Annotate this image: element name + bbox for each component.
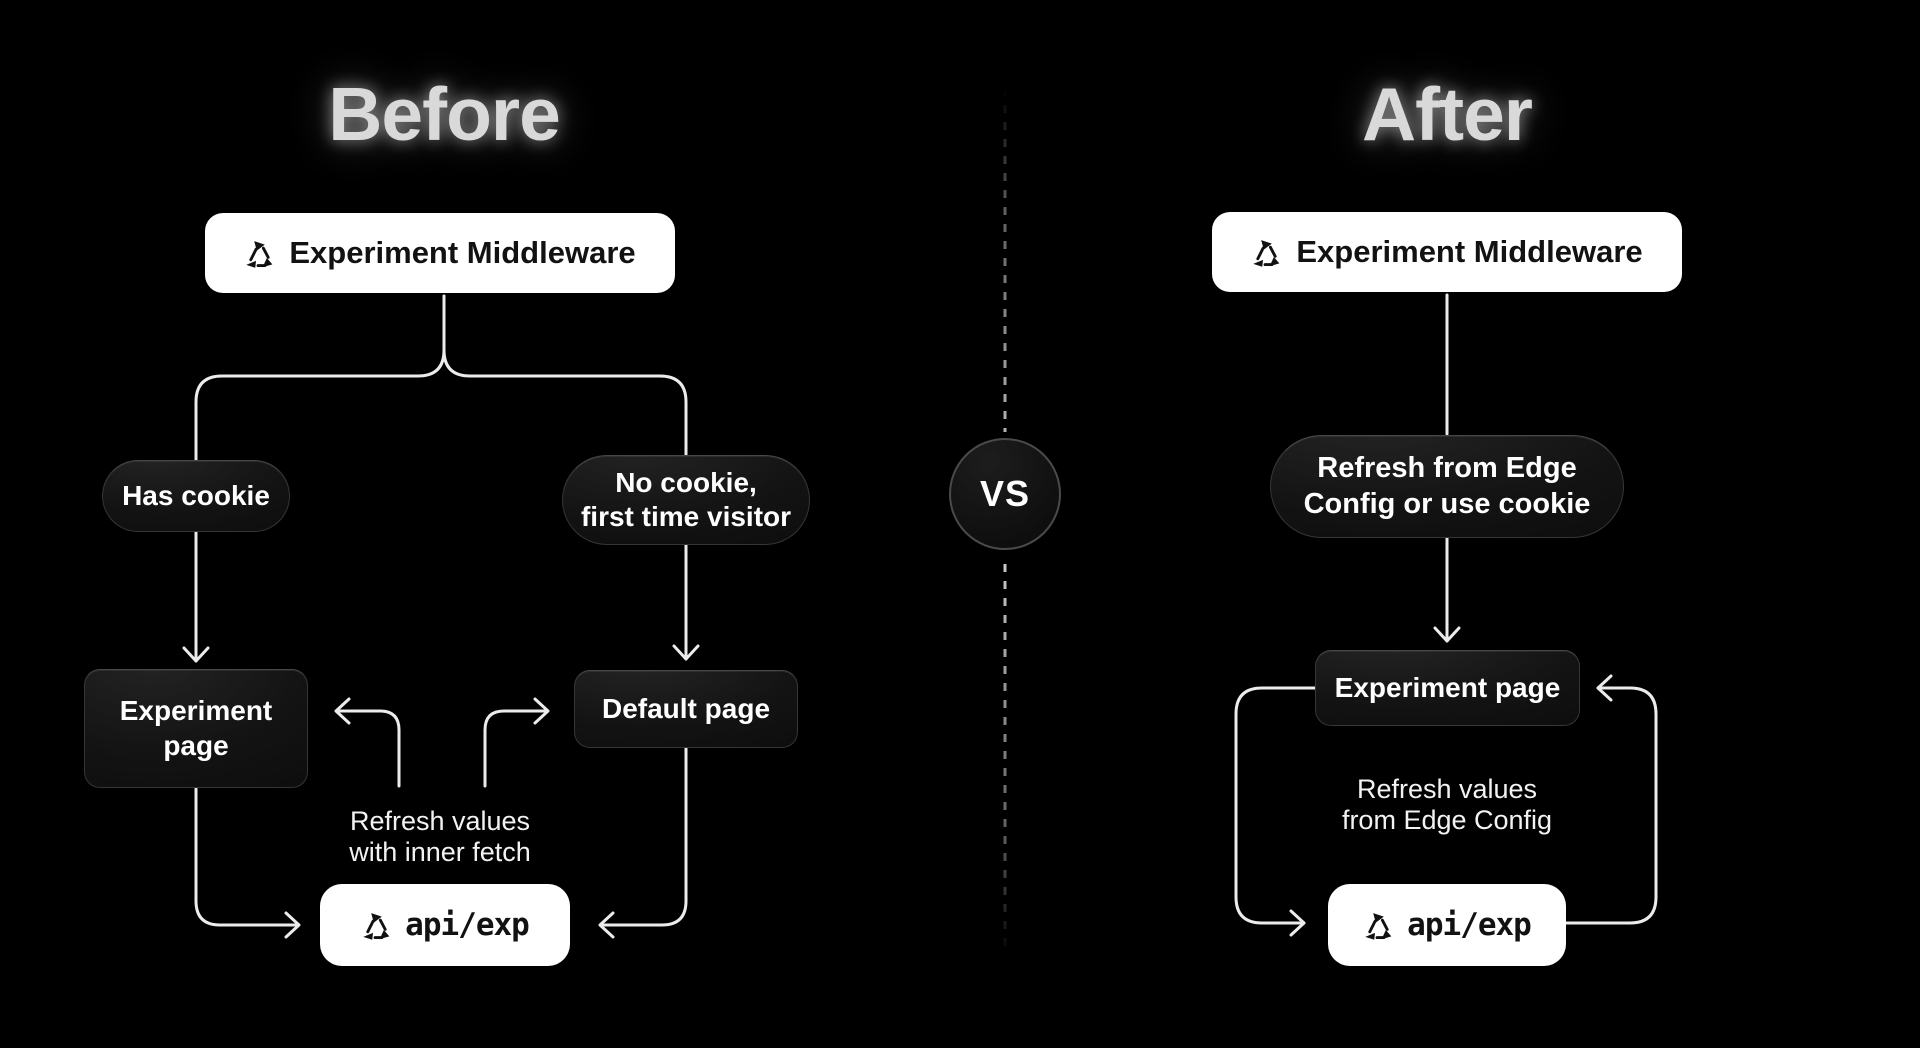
before-title: Before xyxy=(328,72,561,156)
before-has-cookie-pill: Has cookie xyxy=(102,460,290,532)
cycle-triangle-icon xyxy=(363,912,390,940)
after-experiment-middleware-node: Experiment Middleware xyxy=(1212,212,1682,292)
after-experiment-page-node: Experiment page xyxy=(1315,650,1580,726)
before-arrow-default-page-to-api xyxy=(598,746,688,939)
vs-label: VS xyxy=(979,473,1031,514)
after-experiment-page-label: Experiment page xyxy=(1334,671,1561,703)
before-experiment-page-label: Experiment page xyxy=(119,695,273,761)
before-refresh-arrow-left xyxy=(334,697,401,788)
before-api-exp-node: api/exp xyxy=(320,884,570,966)
after-api-exp-node: api/exp xyxy=(1328,884,1566,966)
after-middleware-label: Experiment Middleware xyxy=(1296,234,1643,269)
cycle-triangle-icon xyxy=(246,240,273,268)
before-arrow-no-cookie-to-page xyxy=(672,543,700,661)
before-default-page-node: Default page xyxy=(574,670,798,748)
before-arrow-has-cookie-to-page xyxy=(182,530,210,663)
before-middleware-label: Experiment Middleware xyxy=(289,235,636,270)
cycle-triangle-icon xyxy=(1365,912,1392,940)
before-api-exp-label: api/exp xyxy=(405,907,530,943)
before-arrow-experiment-page-to-api xyxy=(194,787,301,939)
after-loop-page-to-api xyxy=(1234,686,1317,937)
vs-badge: VS xyxy=(949,438,1061,550)
before-split-connector xyxy=(194,294,688,463)
cycle-triangle-icon xyxy=(1253,239,1280,267)
before-experiment-middleware-node: Experiment Middleware xyxy=(205,213,675,293)
before-refresh-note: Refresh values with inner fetch xyxy=(349,806,531,867)
after-arrow-pill-to-page xyxy=(1433,536,1461,643)
after-api-exp-label: api/exp xyxy=(1407,907,1532,943)
before-experiment-page-node: Experiment page xyxy=(84,669,308,788)
after-refresh-note: Refresh values from Edge Config xyxy=(1341,774,1553,835)
after-title: After xyxy=(1361,72,1533,156)
after-loop-api-to-page xyxy=(1564,674,1658,925)
has-cookie-label: Has cookie xyxy=(122,479,270,511)
default-page-label: Default page xyxy=(601,692,771,724)
before-no-cookie-pill: No cookie, first time visitor xyxy=(562,455,810,545)
refresh-config-pill-label: Refresh from Edge Config or use cookie xyxy=(1303,452,1591,520)
after-refresh-config-pill: Refresh from Edge Config or use cookie xyxy=(1270,435,1624,538)
before-refresh-arrow-right xyxy=(483,697,550,788)
no-cookie-label: No cookie, first time visitor xyxy=(580,466,792,532)
